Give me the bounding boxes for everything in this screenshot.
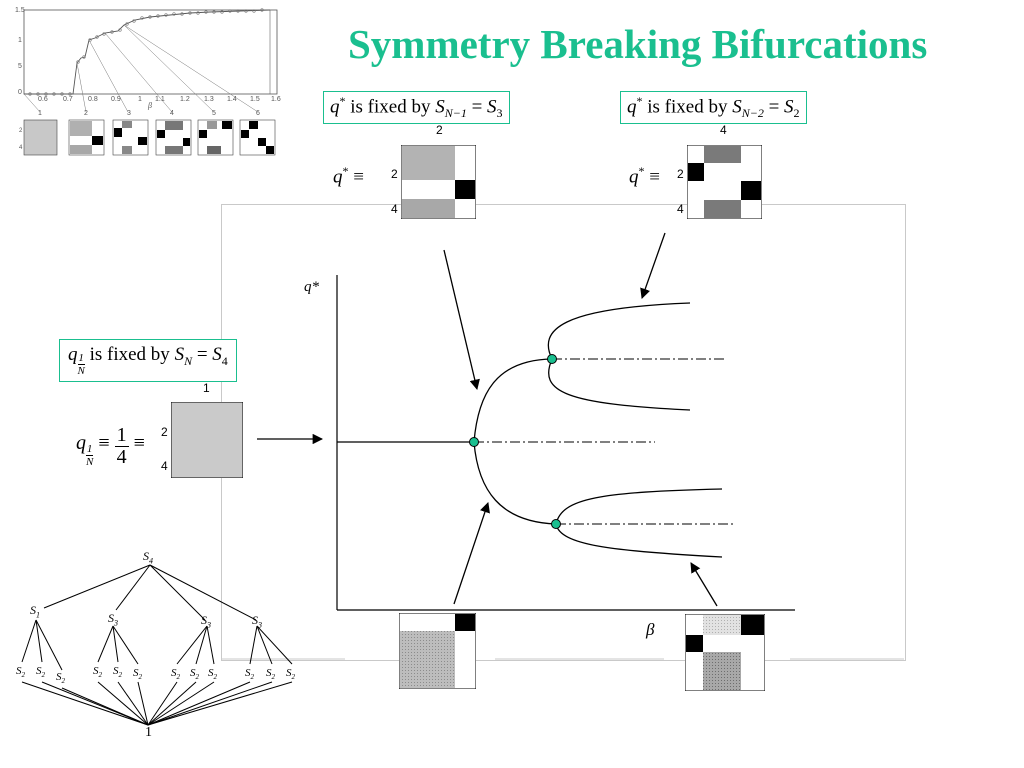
x-axis-label: β xyxy=(646,620,655,639)
inset-markers xyxy=(28,8,264,96)
tree-leaf: S2 xyxy=(245,667,254,682)
bifurcation-point xyxy=(469,437,479,447)
inset-xtick: 0.9 xyxy=(111,96,121,103)
matrix-image-bottom-left xyxy=(399,613,476,689)
inset-xlabel: β xyxy=(148,101,152,110)
upper-branch xyxy=(473,358,553,443)
tree-leaf: S2 xyxy=(171,667,180,682)
inset-annealing-plot xyxy=(23,8,278,156)
inset-xtick: 1.5 xyxy=(250,96,260,103)
inset-marker-label: 1 xyxy=(38,110,42,117)
inset-xtick: 1.2 xyxy=(180,96,190,103)
inset-xtick: 0.6 xyxy=(38,96,48,103)
matrix-image-s3 xyxy=(401,145,476,219)
inset-panels xyxy=(23,119,276,156)
inset-ytick: 5 xyxy=(18,63,22,70)
bifurcation-point xyxy=(551,519,561,529)
arrow xyxy=(640,232,666,299)
matrix-label: 2 xyxy=(436,123,443,137)
tree-node: S3 xyxy=(201,613,211,630)
arrow xyxy=(453,502,490,605)
matrix-label: 4 xyxy=(677,202,684,216)
inset-panel-label: 4 xyxy=(19,145,23,151)
matrix-image-bottom-right xyxy=(685,614,765,691)
lower-lower-branch xyxy=(555,523,723,558)
inset-marker-label: 4 xyxy=(170,110,174,117)
inset-ytick: 1.5 xyxy=(15,7,25,14)
q-star-equation-left: q* ≡ xyxy=(333,164,364,188)
inset-xtick: 1.6 xyxy=(271,96,281,103)
inset-marker-label: 3 xyxy=(127,110,131,117)
bifurcation-point xyxy=(547,354,557,364)
lower-branch xyxy=(473,441,557,525)
tree-leaf: S2 xyxy=(266,667,275,682)
page-title: Symmetry Breaking Bifurcations xyxy=(348,21,928,67)
inset-marker-label: 2 xyxy=(84,110,88,117)
tree-node: S3 xyxy=(108,611,118,628)
tree-leaf: S2 xyxy=(16,665,25,680)
matrix-label: 4 xyxy=(161,459,168,473)
inset-ytick: 0 xyxy=(18,89,22,96)
matrix-label: 2 xyxy=(161,425,168,439)
hierarchy-tree xyxy=(21,564,293,726)
upper-lower-branch xyxy=(548,358,691,411)
upper-upper-branch xyxy=(547,302,691,360)
label-box-q-star-n1: q* is fixed by SN−1 = S3 xyxy=(323,91,510,125)
inset-ytick: 1 xyxy=(18,37,22,44)
tree-leaf: S2 xyxy=(190,667,199,682)
tree-leaf: S2 xyxy=(133,667,142,682)
tree-root: S4 xyxy=(143,549,153,566)
tree-leaf: S2 xyxy=(36,665,45,680)
matrix-label: 4 xyxy=(391,202,398,216)
lower-upper-branch xyxy=(555,488,723,525)
tree-leaf: S2 xyxy=(93,665,102,680)
tree-leaf: S2 xyxy=(286,667,295,682)
tree-leaf: S2 xyxy=(113,665,122,680)
inset-xtick: 0.7 xyxy=(63,96,73,103)
matrix-label: 1 xyxy=(203,381,210,395)
matrix-image-s4 xyxy=(171,402,243,478)
q-star-equation-right: q* ≡ xyxy=(629,164,660,188)
tree-leaf: S2 xyxy=(208,667,217,682)
label-box-q-star-n2: q* is fixed by SN−2 = S2 xyxy=(620,91,807,125)
inset-xtick: 1.3 xyxy=(204,96,214,103)
inset-xtick: 1 xyxy=(138,96,142,103)
inset-marker-label: 6 xyxy=(256,110,260,117)
tree-leaf: S2 xyxy=(56,671,65,686)
arrow xyxy=(690,562,718,607)
inset-xtick: 1.1 xyxy=(155,96,165,103)
inset-xtick: 1.4 xyxy=(227,96,237,103)
matrix-label: 2 xyxy=(677,167,684,181)
tree-node: S3 xyxy=(252,613,262,630)
y-axis-label: q* xyxy=(304,279,319,295)
inset-xtick: 0.8 xyxy=(88,96,98,103)
inset-panel-label: 2 xyxy=(19,128,23,134)
tree-node: S1 xyxy=(30,603,40,620)
tree-bottom-node: 1 xyxy=(145,725,152,740)
arrow xyxy=(443,249,480,391)
inset-marker-label: 5 xyxy=(212,110,216,117)
matrix-label: 2 xyxy=(391,167,398,181)
matrix-label: 4 xyxy=(720,123,727,137)
matrix-image-s2 xyxy=(687,145,762,219)
